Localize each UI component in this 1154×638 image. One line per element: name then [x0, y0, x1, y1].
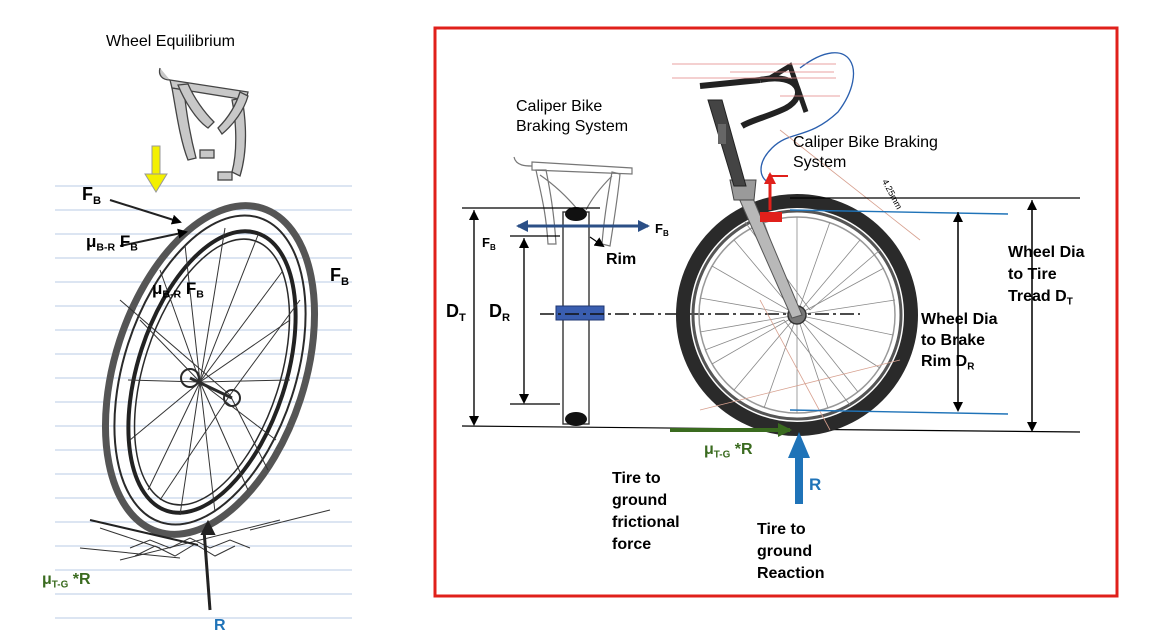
right-diagram-panel — [433, 26, 1119, 598]
dimension-lines-right — [790, 197, 1080, 432]
caliper-pointer-arrow — [760, 172, 788, 222]
reaction-force-arrow — [788, 432, 810, 504]
sketch-mu-br-fb-label-2: μB-R FB — [152, 279, 204, 301]
sketch-mu-tg-r-label: μT-G *R — [42, 571, 91, 591]
fb-right-label: FB — [655, 221, 669, 238]
dr-label: DR — [489, 301, 511, 324]
dt-label: DT — [446, 301, 466, 324]
left-sketch-panel — [55, 67, 352, 619]
wheel-equilibrium-title: Wheel Equilibrium — [106, 33, 235, 50]
sketch-reaction-label: R — [214, 617, 226, 634]
handlebar-dimension-marks — [672, 63, 840, 97]
caliper-sketch-icon — [158, 67, 249, 181]
caliper-detail-drawing — [513, 156, 633, 247]
reaction-r-label: R — [809, 475, 822, 494]
friction-force-label: Tire to ground frictional force — [612, 470, 680, 553]
mu-tg-r-label: μT-G *R — [704, 441, 753, 461]
sketch-mu-br-fb-label-1: μB-R FB — [86, 232, 138, 254]
wheel-reference-lines — [789, 209, 1009, 415]
wheel-sketch — [101, 202, 319, 538]
wheel-section-drawing — [540, 207, 860, 426]
bike-caliper-label: Caliper Bike Braking System — [793, 134, 938, 171]
wheel-dia-tire-label: Wheel Dia to Tire Tread DT — [1008, 244, 1085, 308]
reaction-force-label: Tire to ground Reaction — [757, 521, 825, 582]
construction-lines — [699, 129, 921, 431]
handlebar-drawing — [699, 62, 809, 129]
brake-cable — [760, 52, 855, 183]
fb-left-label: FB — [482, 235, 496, 252]
caliper-detail-title: Caliper Bike Braking System — [516, 98, 629, 135]
bicycle-wheel-drawing — [676, 194, 918, 436]
yellow-force-arrow — [144, 145, 168, 193]
spokes-sketch — [119, 227, 301, 516]
rim-label: Rim — [606, 251, 637, 268]
sketch-fb-top-label: FB — [82, 184, 102, 207]
red-frame — [433, 26, 1119, 598]
sketch-fb-right-label: FB — [330, 265, 350, 288]
wheel-dia-rim-label: Wheel Dia to Brake Rim DR — [921, 311, 998, 373]
sketch-force-arrows — [89, 199, 216, 611]
ground-shadow-sketch — [79, 509, 331, 561]
fork-drawing — [707, 99, 803, 319]
